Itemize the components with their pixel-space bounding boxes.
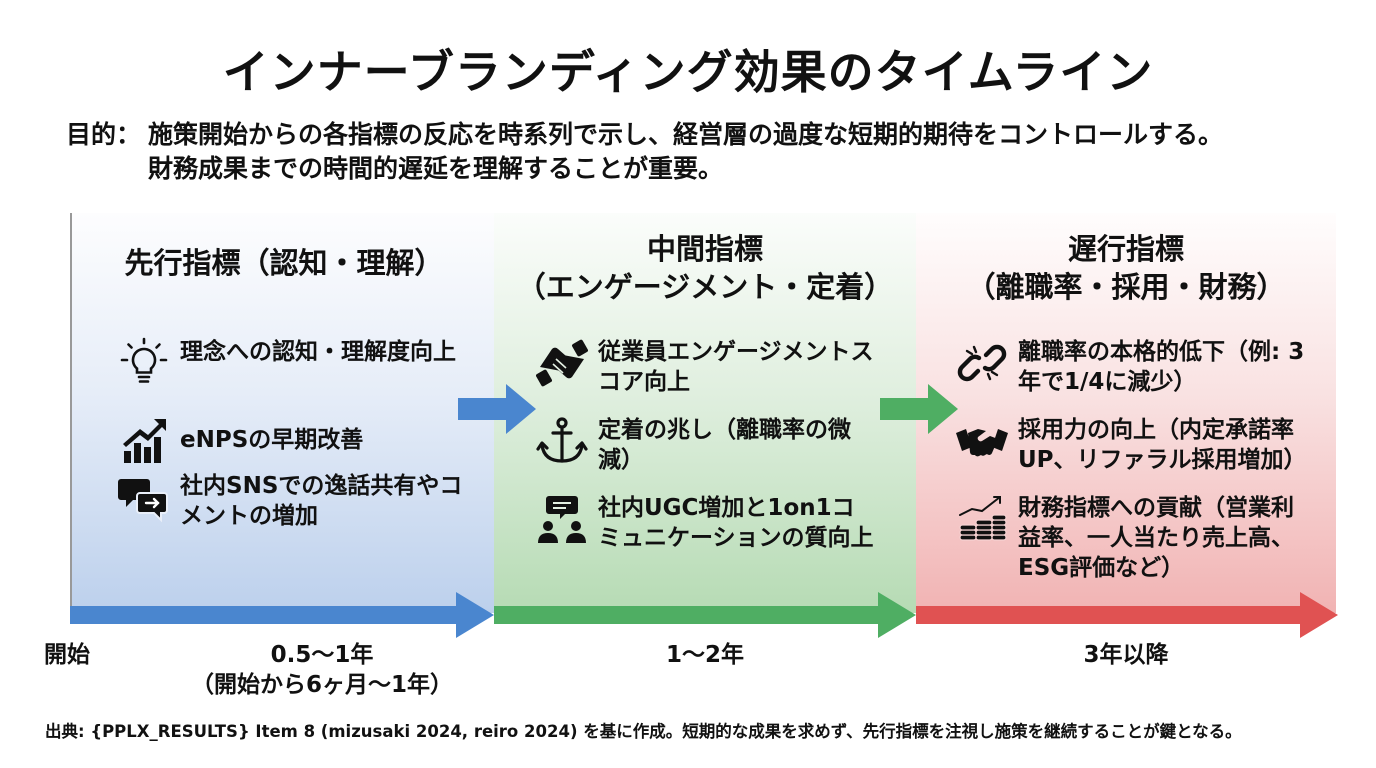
purpose-label: 目的： [66, 120, 142, 149]
source-note: 出典: {PPLX_RESULTS} Item 8 (mizusaki 2024… [45, 722, 1242, 741]
handshake-icon [956, 429, 1008, 457]
phase-heading-line-1: 遅行指標 [1067, 232, 1184, 266]
indicator-text: 従業員エンゲージメントスコア向上 [598, 339, 874, 395]
timeline-label-phase-3: 3年以降 [1083, 642, 1169, 668]
indicator-text: 離職率の本格的低下（例: 3年で1/4に減少） [1018, 339, 1305, 395]
phase-panel-leading: 先行指標（認知・理解） 理念への認知・理解度向上 [70, 213, 498, 613]
purpose-line-1: 施策開始からの各指標の反応を時系列で示し、経営層の過度な短期的期待をコントロール… [148, 120, 1224, 149]
growth-chart-icon [123, 419, 166, 463]
coins-growth-icon [959, 496, 1007, 541]
indicator-item: 従業員エンゲージメントスコア向上 [536, 337, 876, 397]
indicator-text: 理念への認知・理解度向上 [180, 339, 456, 365]
indicator-text: 財務指標への貢献（営業利益率、一人当たり売上高、ESG評価など） [1018, 495, 1294, 581]
timeline-arrow-phase-3 [916, 592, 1338, 638]
anchor-icon [536, 417, 588, 463]
indicator-item: 社内UGC増加と1on1コミュニケーションの質向上 [536, 493, 876, 553]
phase-panel-lagging: 遅行指標 （離職率・採用・財務） 離職率の本格的低下（例: 3年で1/4に減少） [916, 213, 1336, 613]
indicator-item: 社内SNSでの逸話共有やコメントの増加 [118, 471, 468, 531]
indicator-item: eNPSの早期改善 [118, 415, 468, 467]
indicator-item: 財務指標への貢献（営業利益率、一人当たり売上高、ESG評価など） [956, 493, 1316, 583]
timeline-arrow-phase-1 [70, 592, 494, 638]
indicator-text: 定着の兆し（離職率の微減） [598, 417, 851, 473]
phase-heading-line-1: 中間指標 [646, 232, 763, 266]
phase-heading: 先行指標（認知・理解） [124, 246, 444, 280]
chat-bubbles-icon [118, 479, 168, 523]
timeline-label-phase-1-line-2: （開始から6ヶ月〜1年） [190, 672, 453, 698]
indicator-item: 定着の兆し（離職率の微減） [536, 415, 876, 475]
indicator-item: 理念への認知・理解度向上 [118, 337, 468, 389]
people-chat-icon [538, 496, 586, 543]
indicator-text: 社内UGC増加と1on1コミュニケーションの質向上 [598, 495, 874, 551]
timeline-label-phase-1-line-1: 0.5〜1年 [270, 642, 374, 668]
phase-panel-intermediate: 中間指標 （エンゲージメント・定着） 従業員エンゲージメントスコア向上 [494, 213, 918, 613]
indicator-item: 離職率の本格的低下（例: 3年で1/4に減少） [956, 337, 1316, 397]
transition-arrow-1 [458, 384, 536, 434]
indicator-text: 採用力の向上（内定承諾率UP、リファラル採用増加） [1018, 417, 1307, 473]
page-title: インナーブランディング効果のタイムライン [222, 45, 1154, 99]
phase-heading-line-2: （エンゲージメント・定着） [516, 270, 894, 304]
timeline-start-label: 開始 [44, 642, 90, 668]
indicator-text: eNPSの早期改善 [180, 427, 364, 453]
indicator-text: 社内SNSでの逸話共有やコメントの増加 [180, 473, 463, 529]
lightbulb-icon [120, 337, 168, 383]
broken-link-icon [957, 344, 1007, 382]
handshake-grip-icon [536, 339, 588, 387]
purpose-line-2: 財務成果までの時間的遅延を理解することが重要。 [148, 154, 724, 183]
transition-arrow-2 [880, 384, 958, 434]
indicator-item: 採用力の向上（内定承諾率UP、リファラル採用増加） [956, 415, 1316, 475]
phase-heading-line-2: （離職率・採用・財務） [966, 270, 1286, 304]
timeline-arrow-phase-2 [494, 592, 916, 638]
timeline-label-phase-2: 1〜2年 [665, 642, 744, 668]
